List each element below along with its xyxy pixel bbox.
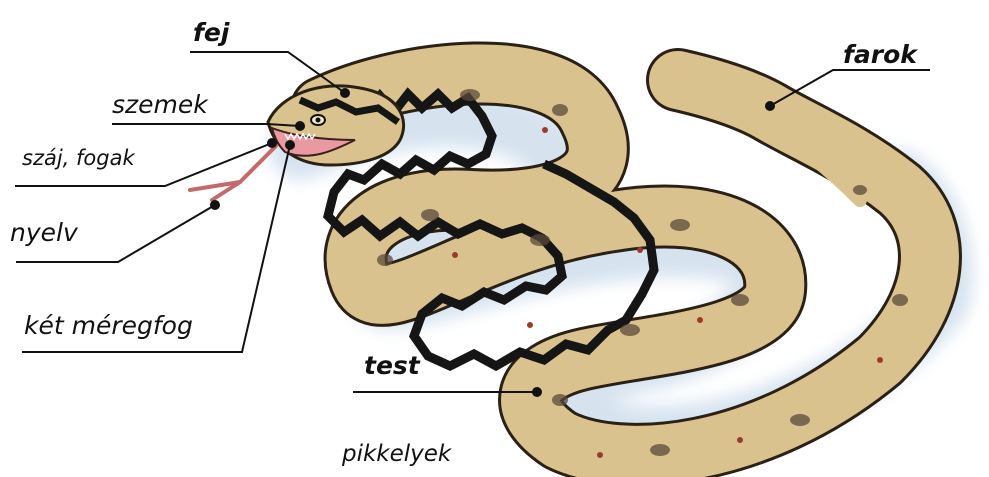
label-pikkelyek: pikkelyek bbox=[342, 441, 451, 467]
label-ket-meregfog: két méregfog bbox=[24, 311, 193, 340]
snake-tongue bbox=[190, 146, 276, 200]
label-fej: fej bbox=[193, 18, 229, 47]
label-test: test bbox=[364, 351, 420, 380]
label-szaj-fogak: száj, fogak bbox=[22, 146, 135, 170]
label-nyelv: nyelv bbox=[10, 218, 78, 247]
label-szemek: szemek bbox=[112, 90, 208, 119]
label-farok: farok bbox=[843, 40, 917, 69]
snake-pupil bbox=[316, 118, 321, 123]
